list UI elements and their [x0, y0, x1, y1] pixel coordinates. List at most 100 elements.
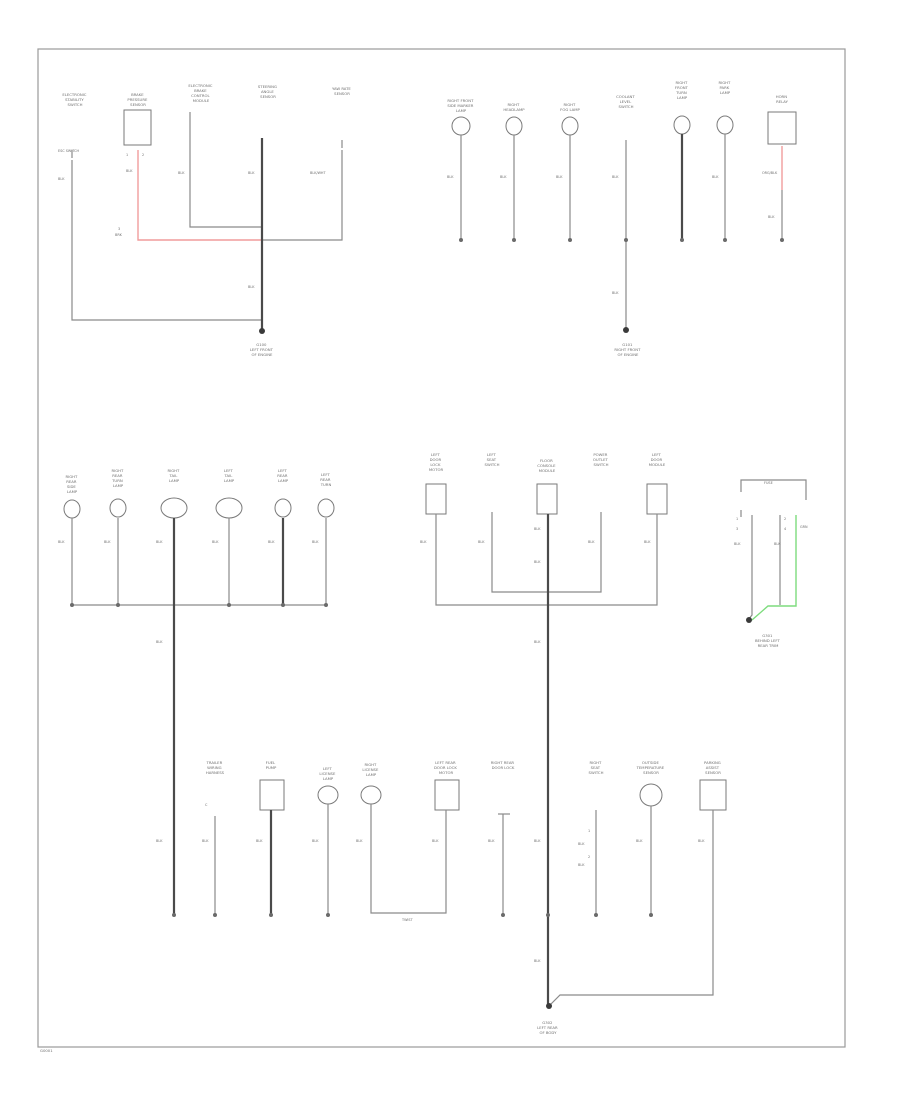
- connector-node: [459, 238, 463, 242]
- wire: [548, 520, 602, 593]
- component-label: RIGHT REAR SIDE LAMP: [65, 474, 78, 494]
- wire-label: BLK: [556, 175, 563, 179]
- component-label: LEFT LICENSE LAMP: [319, 766, 336, 781]
- component-label: FLOOR CONSOLE MODULE: [537, 458, 557, 473]
- wire-esc-switch: [71, 160, 262, 321]
- component-label: ELECTRONIC STABILITY SWITCH: [62, 92, 87, 107]
- component-label: PARKING ASSIST SENSOR: [704, 760, 722, 775]
- section-top-left: ELECTRONIC STABILITY SWITCH BRAKE PRESSU…: [58, 83, 351, 357]
- wire-label: BLK: [500, 175, 507, 179]
- switch-label: ESC SWITCH: [58, 149, 79, 153]
- connector-node: [324, 603, 328, 607]
- wire-label: BLK: [58, 540, 65, 544]
- wire-label: BLK: [644, 540, 651, 544]
- connector-node: [624, 238, 628, 242]
- wire: [435, 514, 548, 606]
- wire-label: BLK: [104, 540, 111, 544]
- lamp-bulb: [63, 499, 81, 519]
- wire: [747, 520, 753, 621]
- connector-node: [269, 913, 273, 917]
- diagram-frame: [37, 48, 846, 1048]
- lamp-bulb: [451, 116, 471, 136]
- component-label: LEFT DOOR MODULE: [649, 452, 666, 467]
- ground-g101-point: [623, 327, 629, 333]
- wire-label: BLK: [712, 175, 719, 179]
- lamp-bulb: [317, 785, 339, 805]
- wire-label: BLK: [578, 863, 585, 867]
- wire-label: BLK/WHT: [310, 171, 326, 175]
- wire-label: BLK: [612, 175, 619, 179]
- connector-node: [723, 238, 727, 242]
- wire-label: BLK: [588, 540, 595, 544]
- pin-label: 3: [736, 527, 738, 531]
- wire-label: BLK: [534, 560, 541, 564]
- frame-caption: G0001: [40, 1048, 53, 1053]
- component-label: HORN RELAY: [776, 94, 789, 104]
- lamp-bulb: [317, 498, 335, 518]
- ground-g100-point: [259, 328, 265, 334]
- wire-label: BLK: [126, 169, 133, 173]
- wire-label: BLK: [698, 839, 705, 843]
- component-label: RIGHT LICENSE LAMP: [362, 762, 379, 777]
- wire-label: BLK: [312, 540, 319, 544]
- component-label: LEFT REAR LAMP: [277, 468, 289, 483]
- component-label: RIGHT FRONT SIDE MARKER LAMP: [447, 98, 474, 113]
- component-label: COOLANT LEVEL SWITCH: [616, 94, 636, 109]
- wire-label: ORG/BLK: [762, 171, 778, 175]
- wire-red-brake-sensor: [137, 150, 262, 241]
- lamp-bulb: [160, 497, 188, 519]
- pin-label: BRK: [115, 233, 123, 237]
- connector-node: [649, 913, 653, 917]
- connector-node: [568, 238, 572, 242]
- lamp-bulb: [360, 785, 382, 805]
- lamp-bulb: [274, 498, 292, 518]
- lamp-bulb: [215, 497, 243, 519]
- component-label: LEFT DOOR LOCK MOTOR: [429, 452, 444, 472]
- wire-label: BLK: [58, 177, 65, 181]
- module-box: [699, 779, 727, 811]
- pin-label: 2: [142, 153, 144, 157]
- connector-node: [780, 238, 784, 242]
- wire-label: BLK: [420, 540, 427, 544]
- wire-label: BLK: [636, 839, 643, 843]
- wire-label: BLK: [202, 839, 209, 843]
- wire-label: BLK: [488, 839, 495, 843]
- wire: [491, 520, 548, 593]
- wire-label: BLK: [612, 291, 619, 295]
- wire-label: BLK: [178, 171, 185, 175]
- component-label: RIGHT HEADLAMP: [503, 102, 525, 112]
- component-label: RIGHT TAIL LAMP: [167, 468, 180, 483]
- section-top-right: RIGHT FRONT SIDE MARKER LAMP RIGHT HEADL…: [447, 80, 797, 357]
- component-label: RIGHT FRONT TURN LAMP: [675, 80, 689, 100]
- connector-node: [512, 238, 516, 242]
- component-label: OUTSIDE TEMPERATURE SENSOR: [636, 760, 666, 775]
- lamp-bulb: [561, 116, 579, 136]
- connector-node: [172, 913, 176, 917]
- component-label: LEFT REAR DOOR LOCK MOTOR: [434, 760, 458, 775]
- pin-label: 1: [736, 517, 738, 521]
- wire-green: [751, 515, 797, 621]
- component-label: LEFT REAR TURN: [320, 472, 332, 487]
- horn-relay-box: [767, 111, 797, 145]
- lamp-bulb: [109, 498, 127, 518]
- pin-label: 3: [118, 227, 120, 231]
- lamp-bulb: [639, 783, 663, 807]
- component-label: TRAILER WIRING HARNESS: [206, 760, 225, 775]
- wire-label: BLK: [156, 540, 163, 544]
- wire-label: BLK: [478, 540, 485, 544]
- component-label: RIGHT REAR DOOR LOCK: [491, 760, 516, 770]
- component-label: ELECTRONIC BRAKE CONTROL MODULE: [188, 83, 213, 103]
- wire: [548, 514, 658, 606]
- lamp-bulb: [673, 115, 691, 135]
- wire-label: BLK: [578, 842, 585, 846]
- brake-pressure-sensor-connector: [123, 109, 152, 146]
- component-label: RIGHT FOG LAMP: [560, 102, 580, 112]
- module-box: [434, 779, 460, 811]
- pin-label: C: [205, 803, 208, 807]
- wire-label: BLK: [248, 171, 255, 175]
- connector-node: [326, 913, 330, 917]
- fuse-bracket: [740, 479, 807, 500]
- pin-label: 2: [588, 855, 590, 859]
- component-label: LEFT SEAT SWITCH: [485, 452, 500, 467]
